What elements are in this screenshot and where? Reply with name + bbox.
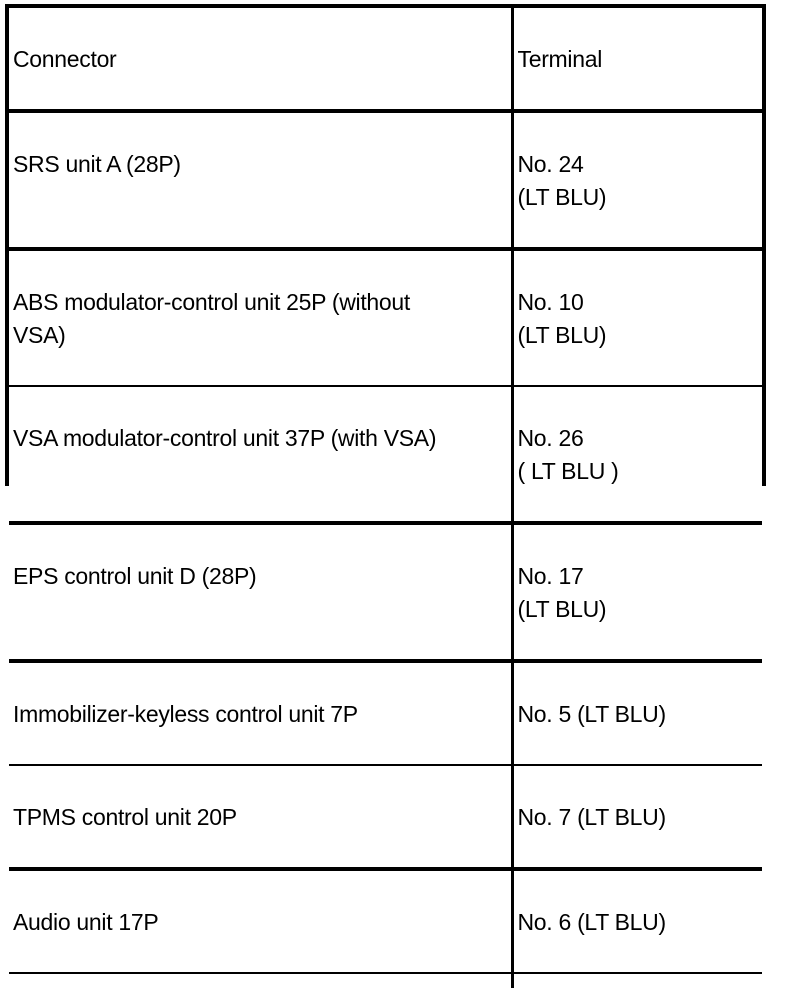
column-header-terminal: Terminal <box>512 8 762 113</box>
connector-terminal-table-container: Connector Terminal SRS unit A (28P) No. … <box>5 4 766 988</box>
table-header-row: Connector Terminal <box>9 8 762 113</box>
table-row: Immobilizer-keyless control unit 7P No. … <box>9 661 762 766</box>
cell-connector: SRS unit A (28P) <box>9 111 514 251</box>
table-row: TPMS control unit 20P No. 7 (LT BLU) <box>9 765 762 871</box>
cell-connector-text: Audio unit 17P <box>13 909 159 935</box>
table-row: EPS control unit D (28P) No. 17 (LT BLU) <box>9 523 762 663</box>
cell-connector: Audio unit 17P <box>9 869 514 974</box>
cell-terminal-text: No. 6 (LT BLU) <box>517 909 667 935</box>
cell-terminal: No. 17 (LT BLU) <box>512 523 762 663</box>
column-header-connector-label: Connector <box>13 46 117 72</box>
connector-terminal-table: Connector Terminal SRS unit A (28P) No. … <box>9 8 762 988</box>
cell-connector: ABS modulator-control unit 25P (without … <box>9 249 514 387</box>
cell-terminal-text: No. 24 (LT BLU) <box>517 151 607 210</box>
table-row: VSA modulator-control unit 37P (with VSA… <box>9 386 762 525</box>
table-row: SRS unit A (28P) No. 24 (LT BLU) <box>9 111 762 251</box>
cell-terminal: No. 24 (LT BLU) <box>512 111 762 251</box>
table-body: Connector Terminal SRS unit A (28P) No. … <box>9 8 762 988</box>
table-row: Audio unit 17P No. 6 (LT BLU) <box>9 869 762 974</box>
cell-terminal: No. 6 (LT BLU) <box>512 869 762 974</box>
cell-terminal: No. 5 (LT BLU) <box>512 661 762 766</box>
cell-connector: Immobilizer-keyless control unit 7P <box>9 661 514 766</box>
column-header-terminal-label: Terminal <box>517 46 603 72</box>
cell-connector-text: TPMS control unit 20P <box>13 804 237 830</box>
cell-terminal-text: No. 17 (LT BLU) <box>517 563 607 622</box>
cell-connector-text: Immobilizer-keyless control unit 7P <box>13 701 358 727</box>
cell-terminal: No. 7 (LT BLU) <box>512 765 762 871</box>
cell-terminal: No. 26 ( LT BLU ) <box>512 386 762 525</box>
cell-connector-text: SRS unit A (28P) <box>13 151 181 177</box>
table-row: Under-dash fuse/relay box connector Q (1… <box>9 973 762 988</box>
cell-terminal-text: No. 26 ( LT BLU ) <box>517 425 619 484</box>
cell-terminal: No. 10 (LT BLU) <box>512 249 762 387</box>
cell-terminal-text: No. 5 (LT BLU) <box>517 701 667 727</box>
cell-terminal-text: No. 10 (LT BLU) <box>517 289 607 348</box>
cell-connector: EPS control unit D (28P) <box>9 523 514 663</box>
cell-connector-text: VSA modulator-control unit 37P (with VSA… <box>13 425 437 451</box>
column-header-connector: Connector <box>9 8 514 113</box>
cell-connector-text: EPS control unit D (28P) <box>13 563 257 589</box>
cell-connector: VSA modulator-control unit 37P (with VSA… <box>9 386 514 525</box>
cell-terminal-text: No. 7 (LT BLU) <box>517 804 667 830</box>
cell-connector-text: ABS modulator-control unit 25P (without … <box>13 289 410 348</box>
table-row: ABS modulator-control unit 25P (without … <box>9 249 762 387</box>
cell-connector: Under-dash fuse/relay box connector Q (1… <box>9 973 514 988</box>
cell-terminal: No. 8 (LT BLU) <box>512 973 762 988</box>
cell-connector: TPMS control unit 20P <box>9 765 514 871</box>
